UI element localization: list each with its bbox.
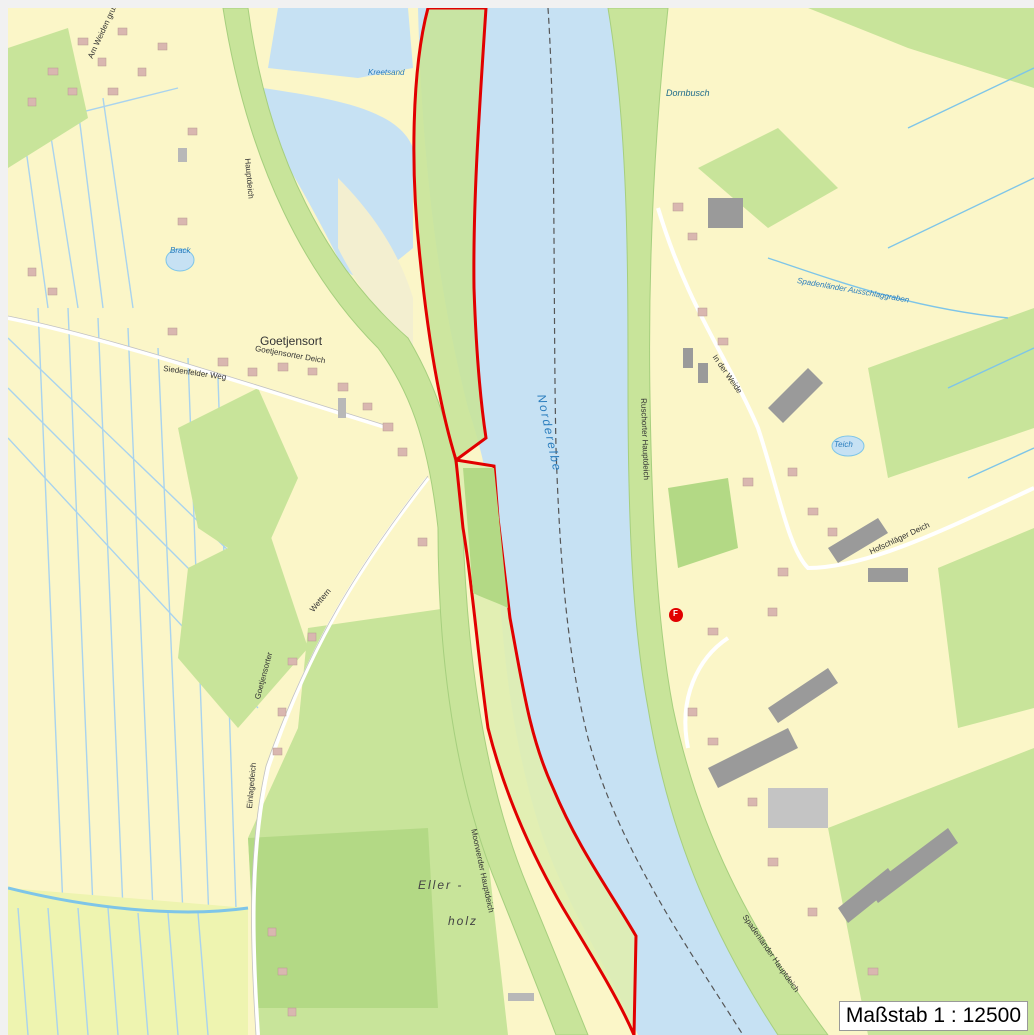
sand-bank (338, 178, 413, 348)
label-goetjensort: Goetjensort (260, 334, 323, 348)
industrial-yard (768, 788, 828, 828)
field-stripes-bottom (17, 907, 209, 1035)
ellerholz-grass-dark (248, 828, 438, 1008)
brack-pond (165, 248, 195, 272)
teich-pond (831, 435, 865, 457)
grass-patch (698, 128, 838, 228)
grass-patch (668, 478, 738, 568)
grass-patch (938, 528, 1034, 728)
fire-station-label: F (673, 609, 678, 618)
kreetsand-water (268, 8, 413, 78)
label-teich: Teich (834, 440, 853, 449)
boundary-south-grass (463, 468, 508, 608)
grass-patch (8, 28, 88, 168)
label-brack: Brack (170, 246, 191, 255)
fire-station-icon[interactable] (669, 608, 683, 622)
ditch (8, 886, 249, 914)
fairway-line (547, 8, 744, 1035)
map-canvas[interactable]: Kreetsand Dornbusch Hauptdeich Brack Goe… (8, 8, 1034, 1035)
grass-patch (178, 528, 308, 728)
industrial-left (178, 148, 534, 1001)
grass-patch (868, 308, 1034, 478)
road-edges (8, 315, 429, 1035)
grass-patch (828, 748, 1034, 1035)
label-eller: Eller - (418, 878, 464, 892)
roads (8, 207, 1034, 1035)
industrial-right (683, 198, 958, 923)
buildings-left (27, 27, 428, 1017)
label-holz: holz (448, 914, 479, 928)
grass-patch (178, 388, 298, 568)
boundary-north[interactable] (412, 8, 488, 463)
river-norderelbe (418, 8, 778, 1035)
scale-label: Maßstab 1 : 12500 (838, 1001, 1028, 1031)
label-dornbusch: Dornbusch (666, 88, 710, 98)
label-kreetsand: Kreetsand (368, 68, 405, 77)
ditches-right (767, 67, 1034, 479)
buildings-right (672, 202, 879, 976)
field-patch (8, 888, 248, 1035)
map-graphics (8, 8, 1034, 1035)
grass-patch (808, 8, 1034, 88)
